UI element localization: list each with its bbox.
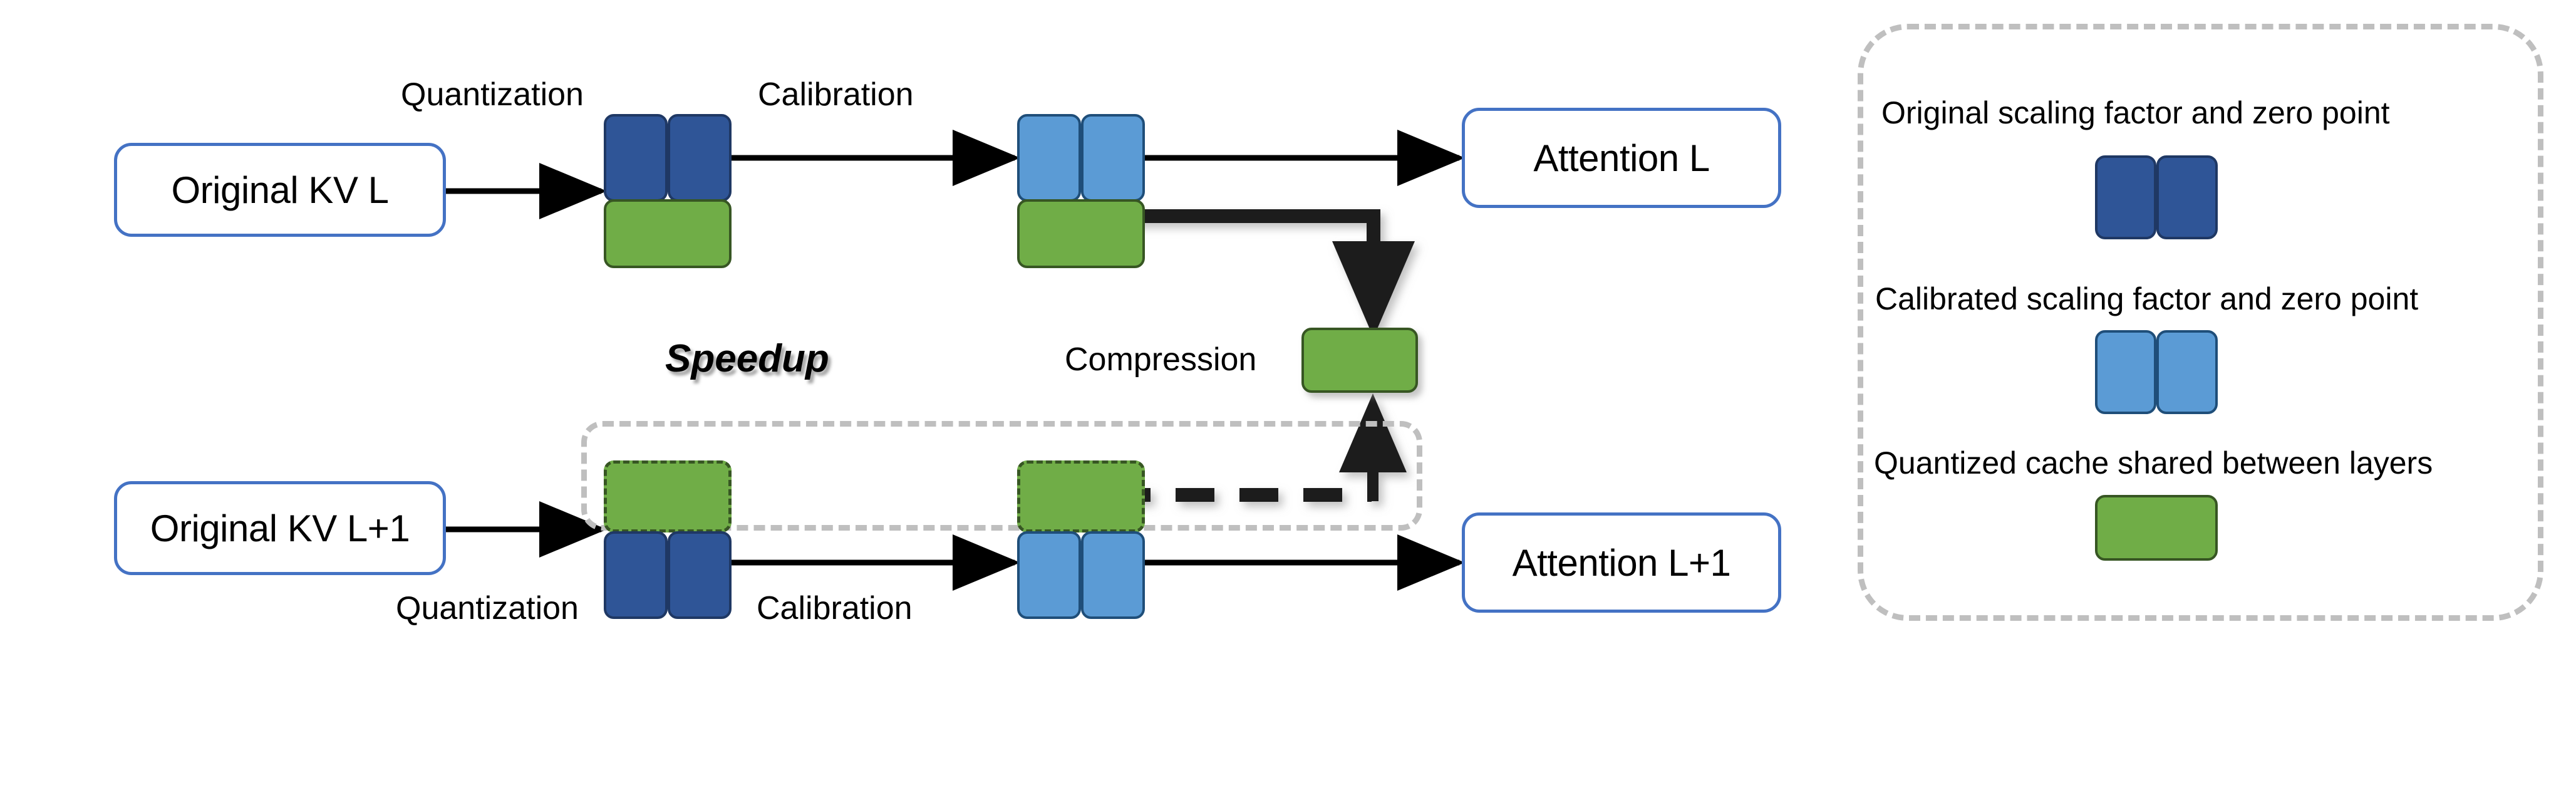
speedup-region-outline <box>581 421 1422 531</box>
node-attention-l[interactable]: Attention L <box>1462 108 1781 208</box>
node-attention-l1-label: Attention L+1 <box>1512 541 1731 584</box>
cache-scale-light-top-right <box>1081 114 1145 202</box>
cache-quantized-green-top-left <box>604 199 732 268</box>
cache-quantized-green-bottom-left <box>604 460 732 533</box>
annotation-speedup: Speedup <box>665 337 829 380</box>
node-compression-label: Compression <box>1065 341 1257 378</box>
node-compression-block[interactable] <box>1301 328 1418 393</box>
legend-item-0-label: Original scaling factor and zero point <box>1881 95 2390 130</box>
cache-quantized-green-bottom-right <box>1017 460 1145 533</box>
legend-swatch-dark-blue-right <box>2156 155 2218 239</box>
edge-label-calibration-bottom: Calibration <box>757 590 913 626</box>
edge-label-calibration-top: Calibration <box>758 76 914 113</box>
legend-swatch-dark-blue-left <box>2095 155 2156 239</box>
cache-scale-dark-top-right <box>668 114 732 202</box>
cache-scale-dark-bottom-left <box>604 531 668 619</box>
arrow-greencache-top-to-compression <box>1112 209 1415 338</box>
cache-scale-light-bottom-left <box>1017 531 1081 619</box>
node-original-kv-l1[interactable]: Original KV L+1 <box>114 481 446 575</box>
cache-scale-light-top-left <box>1017 114 1081 202</box>
legend-item-2-label: Quantized cache shared between layers <box>1874 445 2433 481</box>
node-original-kv-l-label: Original KV L <box>171 169 390 211</box>
node-attention-l-label: Attention L <box>1533 137 1710 179</box>
cache-scale-dark-top-left <box>604 114 668 202</box>
edge-label-quantization-bottom: Quantization <box>396 590 579 626</box>
cache-scale-light-bottom-right <box>1081 531 1145 619</box>
legend-swatch-green <box>2095 495 2218 561</box>
node-attention-l1[interactable]: Attention L+1 <box>1462 512 1781 613</box>
node-original-kv-l[interactable]: Original KV L <box>114 143 446 237</box>
edge-label-quantization-top: Quantization <box>401 76 584 113</box>
legend-item-1-label: Calibrated scaling factor and zero point <box>1875 281 2419 316</box>
legend-swatch-light-blue-right <box>2156 330 2218 414</box>
cache-scale-dark-bottom-right <box>668 531 732 619</box>
node-original-kv-l1-label: Original KV L+1 <box>150 507 410 549</box>
legend-swatch-light-blue-left <box>2095 330 2156 414</box>
legend-panel <box>1858 24 2543 621</box>
cache-quantized-green-top-right <box>1017 199 1145 268</box>
